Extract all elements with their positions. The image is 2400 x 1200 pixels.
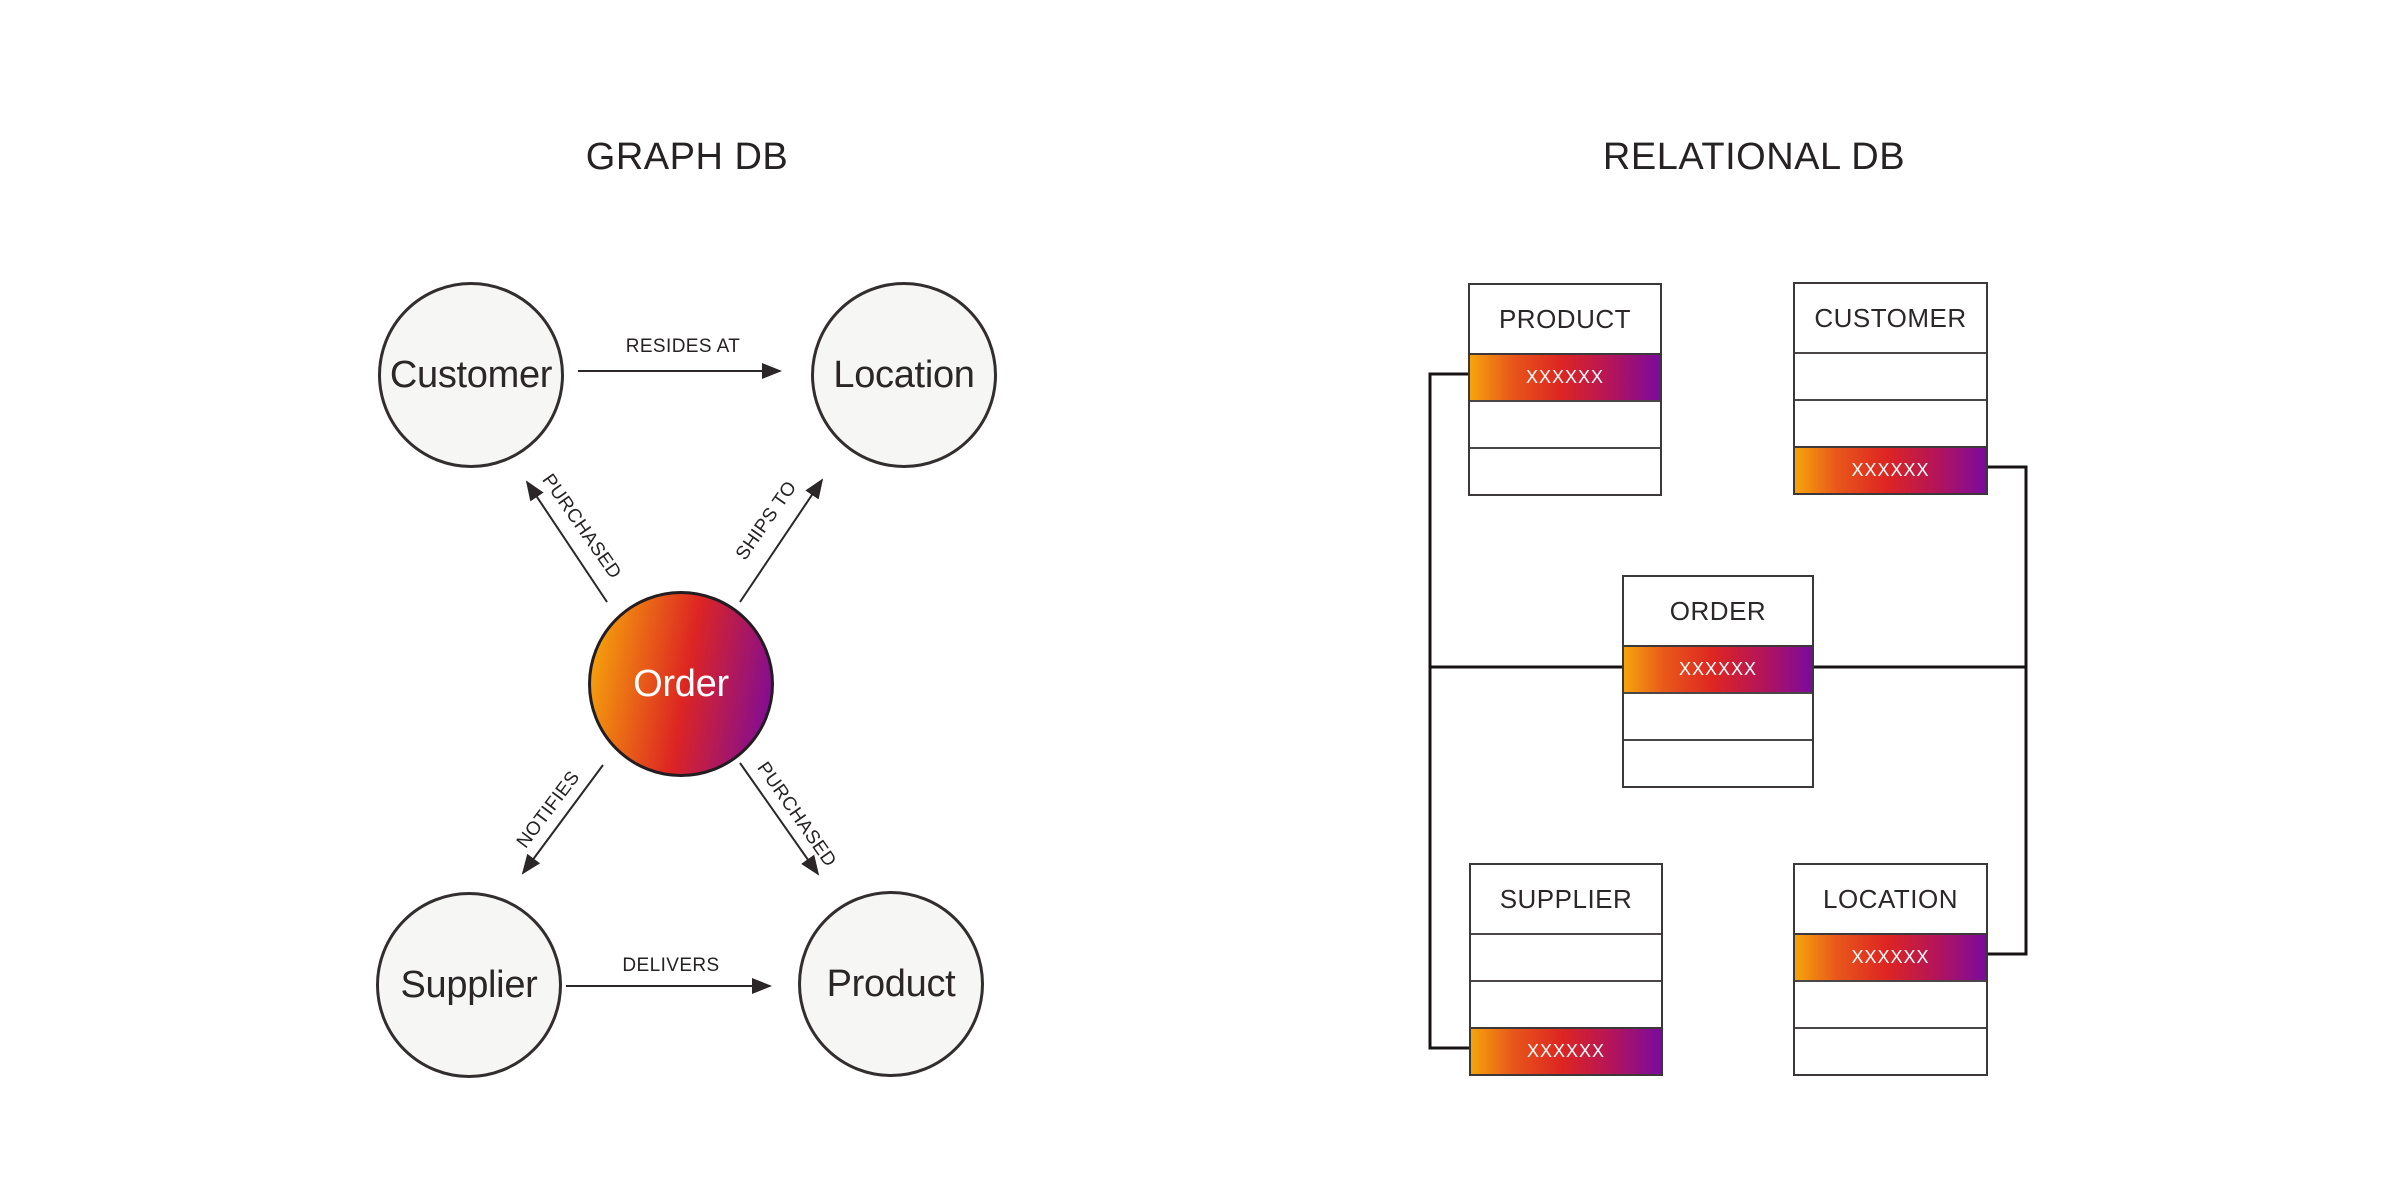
relational-connectors	[1428, 372, 2028, 1050]
node-customer: Customer	[378, 282, 564, 468]
table-customer-header: CUSTOMER	[1814, 302, 1967, 333]
table-product-key-row: XXXXXX	[1470, 353, 1660, 400]
table-product-key-value: XXXXXX	[1525, 367, 1605, 387]
node-location: Location	[811, 282, 997, 468]
edge-purchased-product-arrow	[739, 762, 820, 876]
edge-purchased-customer-arrow	[525, 480, 608, 603]
table-row	[1795, 352, 1986, 399]
table-product: PRODUCT XXXXXX	[1468, 283, 1662, 496]
table-customer: CUSTOMER XXXXXX	[1793, 282, 1988, 495]
table-order-header: ORDER	[1669, 595, 1767, 626]
table-row	[1624, 739, 1812, 786]
table-order-key-value: XXXXXX	[1678, 659, 1758, 679]
node-supplier-label: Supplier	[400, 963, 538, 1006]
table-order: ORDER XXXXXX	[1622, 575, 1814, 788]
edge-notifies-arrow	[521, 764, 604, 875]
table-supplier-header: SUPPLIER	[1499, 883, 1633, 914]
node-order: Order	[588, 591, 774, 777]
edge-label-resides-at: RESIDES AT	[625, 336, 741, 357]
table-row	[1470, 400, 1660, 447]
table-row	[1795, 1027, 1986, 1074]
node-location-label: Location	[833, 353, 975, 396]
graph-edges	[521, 363, 824, 994]
table-customer-key-value: XXXXXX	[1851, 460, 1930, 480]
table-row	[1470, 447, 1660, 494]
table-location-key-value: XXXXXX	[1851, 947, 1930, 967]
edge-label-delivers: DELIVERS	[622, 955, 720, 976]
node-supplier: Supplier	[376, 892, 562, 1078]
table-row	[1795, 980, 1986, 1027]
connector-customer-location	[1988, 465, 2028, 956]
graph-db-title: GRAPH DB	[585, 136, 789, 178]
node-customer-label: Customer	[389, 353, 553, 396]
table-location: LOCATION XXXXXX	[1793, 863, 1988, 1076]
table-row	[1471, 980, 1661, 1027]
connector-product-supplier	[1428, 372, 1469, 1050]
table-row	[1795, 399, 1986, 446]
table-row	[1624, 692, 1812, 739]
node-order-label: Order	[633, 662, 729, 705]
table-product-header: PRODUCT	[1498, 303, 1632, 334]
table-customer-key-row: XXXXXX	[1795, 446, 1986, 493]
table-location-header: LOCATION	[1823, 883, 1958, 914]
edge-ships-to-arrow	[739, 478, 824, 603]
table-order-key-row: XXXXXX	[1624, 645, 1812, 692]
relational-db-title: RELATIONAL DB	[1602, 136, 1906, 178]
table-supplier-key-row: XXXXXX	[1471, 1027, 1661, 1074]
node-product-label: Product	[826, 962, 956, 1005]
table-row	[1471, 933, 1661, 980]
node-product: Product	[798, 891, 984, 1077]
table-supplier: SUPPLIER XXXXXX	[1469, 863, 1663, 1076]
table-supplier-key-value: XXXXXX	[1526, 1041, 1606, 1061]
table-location-key-row: XXXXXX	[1795, 933, 1986, 980]
